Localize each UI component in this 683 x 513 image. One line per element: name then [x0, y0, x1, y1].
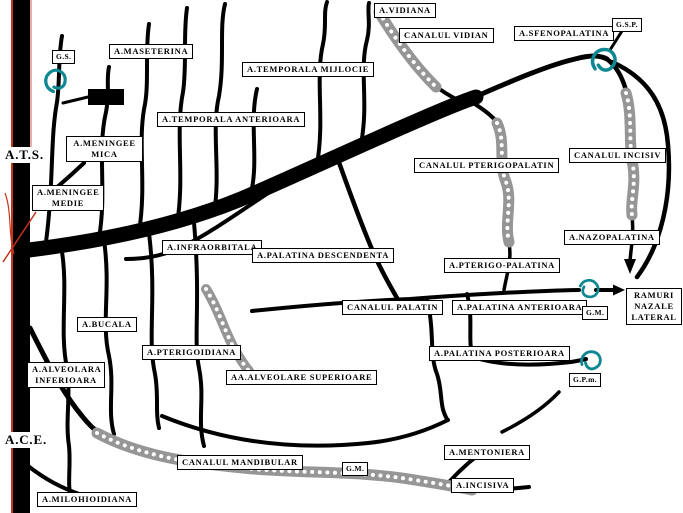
label-a-meningee-medie: A.MENINGEE MEDIE [32, 185, 104, 212]
label-a-pterigo-palatina: A.PTERIGO-PALATINA [444, 258, 561, 274]
arrow-right-icon [613, 284, 625, 296]
loop-near-gsp-icon [590, 47, 617, 72]
label-ace: A.C.E. [2, 432, 50, 448]
label-ats: A.T.S. [2, 147, 47, 163]
label-aa-alveolare-superioare: AA.ALVEOLARE SUPERIOARE [226, 370, 378, 386]
label-canalul-mandibular: CANALUL MANDIBULAR [177, 455, 303, 471]
canal-mandibular-path [91, 427, 478, 496]
label-a-sfenopalatina: A.SFENOPALATINA [514, 26, 615, 42]
label-canalul-palatin: CANALUL PALATIN [342, 300, 444, 316]
label-a-nazopalatina: A.NAZOPALATINA [564, 230, 660, 246]
label-a-alveolara-inferioara: A.ALVEOLARA INFERIOARA [27, 362, 105, 389]
arrowheads [613, 259, 636, 296]
label-gs: G.S. [52, 50, 76, 64]
label-a-temporala-mijlocie: A.TEMPORALA MIJLOCIE [242, 62, 375, 78]
black-rectangle-marker [88, 89, 124, 105]
label-gpm: G.P.m. [569, 373, 601, 387]
label-a-vidiana: A.VIDIANA [374, 3, 436, 19]
label-a-meningee-mica: A.MENINGEE MICA [66, 136, 143, 163]
label-a-pterigoidiana: A.PTERIGOIDIANA [142, 345, 242, 361]
maxillary-artery-trunk [21, 89, 484, 258]
label-a-temporala-anterioara: A.TEMPORALA ANTERIOARA [157, 112, 306, 128]
canal-vidian-path [373, 6, 442, 93]
label-gsp: G.S.P. [612, 18, 642, 32]
loop-near-gm-icon [578, 278, 600, 299]
carotid-bar [2, 0, 37, 513]
label-gm-bottom: G.M. [342, 462, 369, 476]
label-gm-right: G.M. [582, 306, 609, 320]
label-a-maseterina: A.MASETERINA [109, 44, 194, 60]
label-a-palatina-anterioara: A.PALATINA ANTERIOARA [452, 300, 588, 316]
label-canalul-incisiv: CANALUL INCISIV [569, 148, 667, 164]
ganglion-loops [44, 47, 617, 371]
label-canalul-pterigopalatin: CANALUL PTERIGOPALATIN [414, 158, 560, 174]
loop-near-gpm-icon [580, 350, 602, 371]
label-ramuri-nazale-laterale: RAMURI NAZALE LATERAL [626, 288, 682, 326]
label-canalul-vidian: CANALUL VIDIAN [399, 28, 494, 44]
label-a-incisiva: A.INCISIVA [451, 478, 515, 494]
loop-near-gs-icon [44, 68, 67, 94]
bone-canals [91, 6, 640, 496]
label-a-milohioidiana: A.MILOHIOIDIANA [37, 492, 138, 508]
label-a-mentoniera: A.MENTONIERA [444, 445, 531, 461]
label-a-bucala: A.BUCALA [77, 317, 137, 333]
canal-incisiv-path [620, 87, 640, 221]
label-a-infraorbitala: A.INFRAORBITALA [162, 240, 263, 256]
label-a-palatina-posterioara: A.PALATINA POSTERIOARA [429, 346, 570, 362]
arrow-down-icon [624, 259, 636, 274]
label-a-palatina-descendenta: A.PALATINA DESCENDENTA [252, 248, 395, 264]
canal-pterigopalatin-path [491, 117, 515, 248]
